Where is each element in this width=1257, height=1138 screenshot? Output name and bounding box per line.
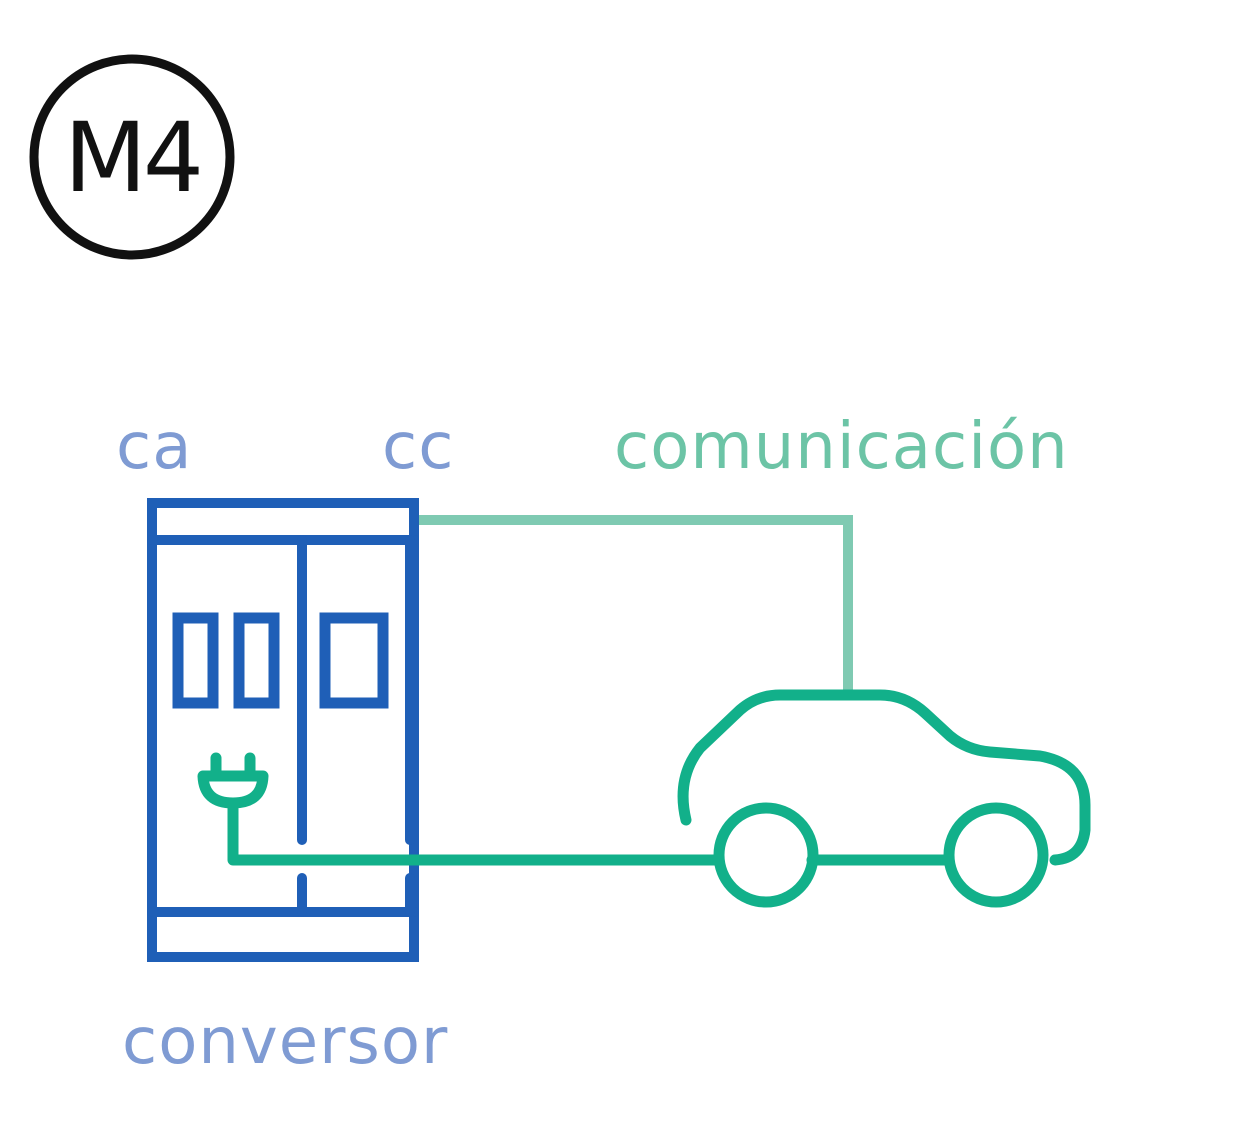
module-1 (172, 612, 219, 709)
module-2 (233, 612, 280, 709)
badge-circle (29, 54, 235, 260)
module-3 (319, 612, 389, 709)
converter-cabinet (147, 498, 419, 962)
ac-label: ca (116, 410, 193, 484)
communication-label: comunicación (614, 410, 1069, 484)
plug-icon (197, 752, 269, 809)
converter-label: conversor (122, 1005, 449, 1079)
communication-line (412, 515, 853, 700)
car-icon (677, 689, 1091, 908)
badge-label: M4 (64, 102, 204, 214)
power-cable (227, 797, 722, 866)
dc-label: cc (382, 410, 455, 484)
